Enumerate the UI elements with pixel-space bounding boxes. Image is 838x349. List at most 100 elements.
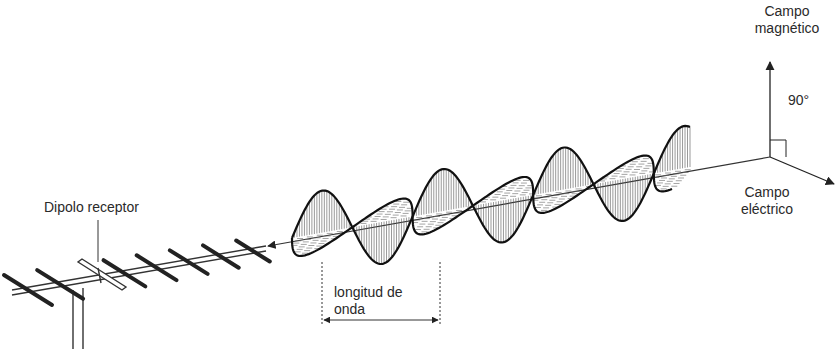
hatch-stroke — [551, 197, 557, 198]
hatch-stroke — [448, 170, 449, 210]
hatch-stroke — [506, 190, 512, 191]
hatch-stroke — [319, 192, 320, 234]
hatch-stroke — [463, 188, 464, 208]
hatch-stroke — [621, 174, 627, 175]
hatch-stroke — [493, 202, 494, 239]
hatch-stroke — [572, 193, 578, 194]
hatch-stroke — [376, 223, 377, 263]
hatch-stroke — [549, 200, 555, 201]
hatch-stroke — [422, 221, 428, 222]
hatch-stroke — [513, 182, 519, 183]
hatch-stroke — [391, 206, 397, 207]
hatch-stroke — [436, 173, 437, 213]
hatch-stroke — [682, 126, 683, 168]
hatch-stroke — [638, 164, 644, 165]
hatch-stroke — [563, 193, 569, 194]
hatch-stroke — [683, 172, 689, 173]
antenna-element — [236, 241, 270, 262]
magnetic-field-curve — [292, 126, 690, 264]
hatch-stroke — [657, 182, 663, 183]
hatch-stroke — [299, 246, 305, 247]
hatch-stroke — [541, 199, 547, 200]
hatch-stroke — [321, 191, 322, 233]
hatch-stroke — [632, 177, 633, 214]
hatch-stroke — [643, 158, 649, 159]
hatch-stroke — [639, 173, 645, 174]
hatch-stroke — [543, 207, 549, 208]
hatch-stroke — [381, 219, 387, 220]
hatch-stroke — [669, 178, 675, 179]
hatch-stroke — [568, 148, 569, 189]
hatch-stroke — [415, 229, 421, 230]
hatch-stroke — [645, 165, 651, 166]
hatch-stroke — [612, 176, 618, 177]
hatch-stroke — [435, 225, 441, 226]
hatch-stroke — [634, 169, 640, 170]
hatch-stroke — [336, 200, 337, 230]
hatch-stroke — [536, 195, 542, 196]
hatch-stroke — [297, 238, 303, 239]
hatch-stroke — [416, 217, 422, 218]
hatch-stroke — [616, 171, 622, 172]
hatch-stroke — [307, 236, 313, 237]
dimension-label: longitud de onda — [334, 284, 414, 318]
hatch-stroke — [671, 186, 677, 187]
hatch-stroke — [665, 183, 671, 184]
hatch-stroke — [321, 241, 327, 242]
hatch-stroke — [308, 245, 314, 246]
hatch-stroke — [558, 150, 559, 190]
hatch-stroke — [543, 197, 549, 198]
hatch-stroke — [424, 229, 430, 230]
hatch-stroke — [517, 188, 523, 189]
hatch-stroke — [670, 139, 671, 171]
em-wave — [291, 126, 690, 264]
hatch-stroke — [685, 169, 691, 170]
hatch-stroke — [640, 176, 641, 203]
hatch-stroke — [397, 209, 403, 210]
hatch-stroke — [318, 243, 324, 244]
hatch-stroke — [673, 173, 679, 174]
hatch-stroke — [453, 174, 454, 209]
hatch-stroke — [304, 250, 310, 251]
hatch-stroke — [518, 198, 519, 227]
hatch-stroke — [373, 218, 379, 219]
hatch-stroke — [505, 200, 506, 242]
hatch-stroke — [537, 204, 543, 205]
hatch-stroke — [617, 180, 618, 220]
hatch-stroke — [389, 221, 390, 261]
hatch-stroke — [545, 167, 546, 192]
hatch-stroke — [306, 248, 312, 249]
hatch-stroke — [630, 178, 631, 218]
hatch-stroke — [369, 224, 370, 256]
hatch-stroke — [431, 178, 432, 213]
hatch-stroke — [685, 126, 686, 168]
hatch-stroke — [620, 179, 621, 220]
hatch-stroke — [627, 178, 628, 219]
hatch-stroke — [488, 203, 489, 234]
hatch-stroke — [630, 174, 636, 175]
hatch-stroke — [520, 197, 521, 222]
hatch-stroke — [301, 244, 307, 245]
hatch-stroke — [573, 151, 574, 188]
hatch-stroke — [675, 171, 681, 172]
hatch-stroke — [403, 213, 409, 214]
hatch-stroke — [379, 222, 380, 263]
hatch-stroke — [626, 169, 632, 170]
hatch-stroke — [655, 174, 661, 175]
hatch-stroke — [561, 196, 567, 197]
hatch-stroke — [434, 216, 440, 217]
hatch-stroke — [314, 195, 315, 234]
hatch-stroke — [519, 185, 525, 186]
hatch-stroke — [550, 159, 551, 192]
hatch-stroke — [297, 249, 303, 250]
hatch-stroke — [610, 181, 611, 213]
hatch-stroke — [377, 214, 383, 215]
hatch-stroke — [323, 238, 329, 239]
hatch-stroke — [371, 224, 372, 259]
hatch-stroke — [570, 149, 571, 188]
hatch-stroke — [405, 210, 411, 211]
hatch-stroke — [329, 192, 330, 231]
hatch-stroke — [446, 212, 452, 213]
hatch-stroke — [560, 148, 561, 190]
hatch-stroke — [492, 197, 498, 198]
